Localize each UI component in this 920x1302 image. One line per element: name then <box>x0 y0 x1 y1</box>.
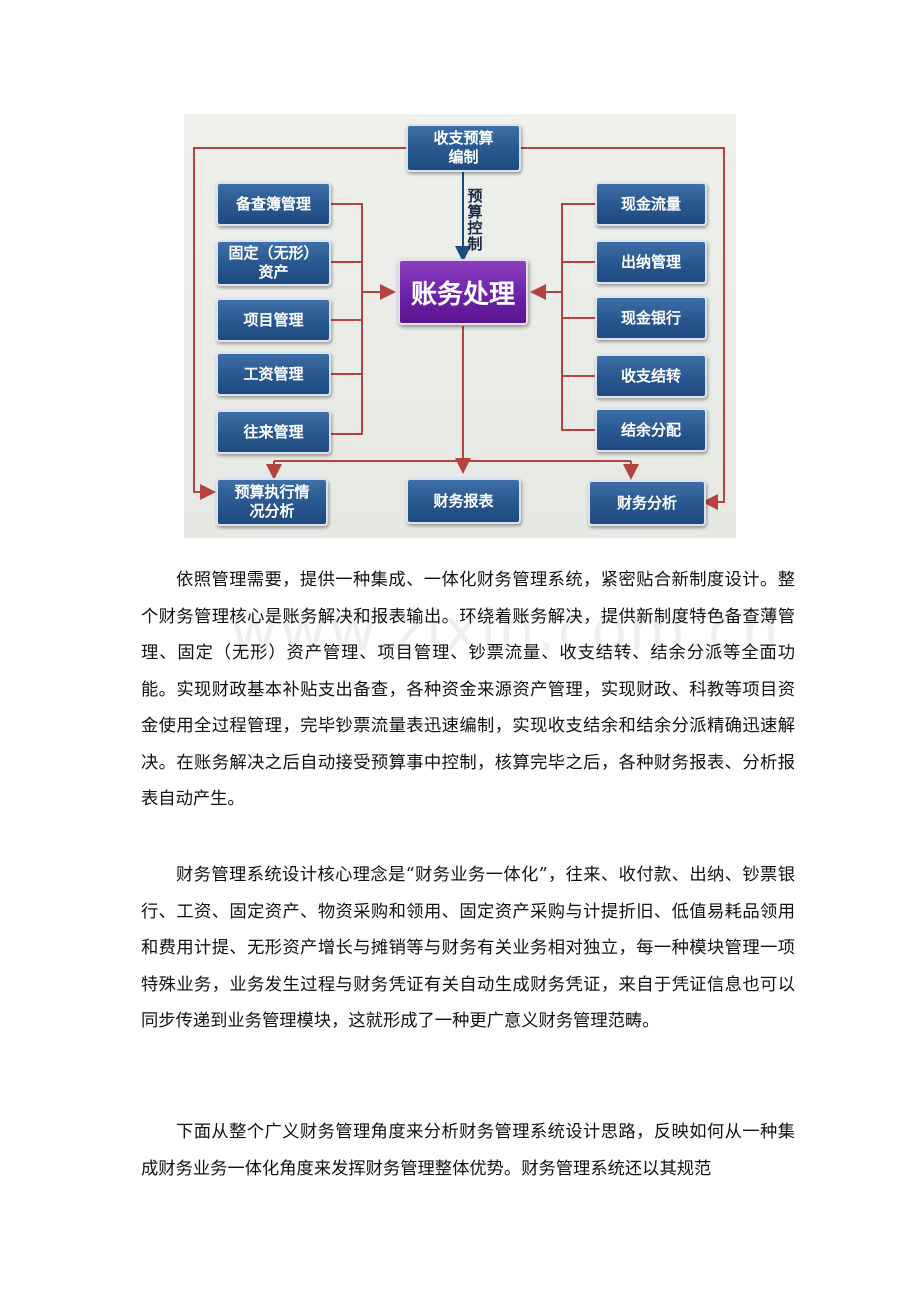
accounting-processing-label: 账务处理 <box>410 279 515 310</box>
accounting-processing-box: 账务处理 <box>398 259 528 325</box>
watermark: www.zixin.com.cn <box>230 596 781 664</box>
left-box-fixed-assets: 固定（无形） 资产 <box>216 240 331 286</box>
bottom-box-label: 财务报表 <box>433 491 494 510</box>
budget-compilation-label: 收支预算 编制 <box>433 129 494 166</box>
paragraph-2: 财务管理系统设计核心理念是“财务业务一体化”，往来、收付款、出纳、钞票银行、工资… <box>141 865 795 1031</box>
right-box-label: 结余分配 <box>620 420 681 439</box>
right-box-cash-flow: 现金流量 <box>595 182 707 226</box>
budget-compilation-box: 收支预算 编制 <box>406 124 521 172</box>
financial-system-diagram: 收支预算 编制 预算控制 账务处理 备查簿管理 固定（无形） 资产 项目管理 工… <box>184 114 736 538</box>
right-box-cashier: 出纳管理 <box>595 240 707 284</box>
paragraph-3: 下面从整个广义财务管理角度来分析财务管理系统设计思路，反映如何从一种集成财务业务… <box>141 1122 795 1179</box>
left-box-label: 固定（无形） 资产 <box>228 244 319 281</box>
right-box-label: 出纳管理 <box>620 252 681 271</box>
left-box-memo-book: 备查簿管理 <box>216 182 331 226</box>
left-box-accounts: 往来管理 <box>216 410 331 454</box>
left-box-payroll: 工资管理 <box>216 352 331 396</box>
right-box-label: 现金流量 <box>620 194 681 213</box>
paragraph-1: 依照管理需要，提供一种集成、一体化财务管理系统，紧密贴合新制度设计。整个财务管理… <box>141 570 795 809</box>
left-box-label: 工资管理 <box>243 364 304 383</box>
bottom-box-financial-statements: 财务报表 <box>406 478 521 524</box>
left-box-label: 项目管理 <box>243 310 304 329</box>
bottom-box-financial-analysis: 财务分析 <box>588 480 706 526</box>
bottom-box-label: 预算执行情 况分析 <box>234 483 310 520</box>
right-box-label: 收支结转 <box>620 366 681 385</box>
right-box-cash-bank: 现金银行 <box>595 296 707 340</box>
right-box-surplus: 结余分配 <box>595 408 707 452</box>
budget-control-label: 预算控制 <box>467 187 483 253</box>
left-box-label: 往来管理 <box>243 422 304 441</box>
right-box-label: 现金银行 <box>620 308 681 327</box>
diagram-connectors <box>193 147 725 510</box>
bottom-box-label: 财务分析 <box>616 493 677 512</box>
bottom-box-budget-analysis: 预算执行情 况分析 <box>216 478 328 526</box>
left-box-label: 备查簿管理 <box>235 194 311 213</box>
left-box-project: 项目管理 <box>216 298 331 342</box>
right-box-transfer: 收支结转 <box>595 354 707 398</box>
